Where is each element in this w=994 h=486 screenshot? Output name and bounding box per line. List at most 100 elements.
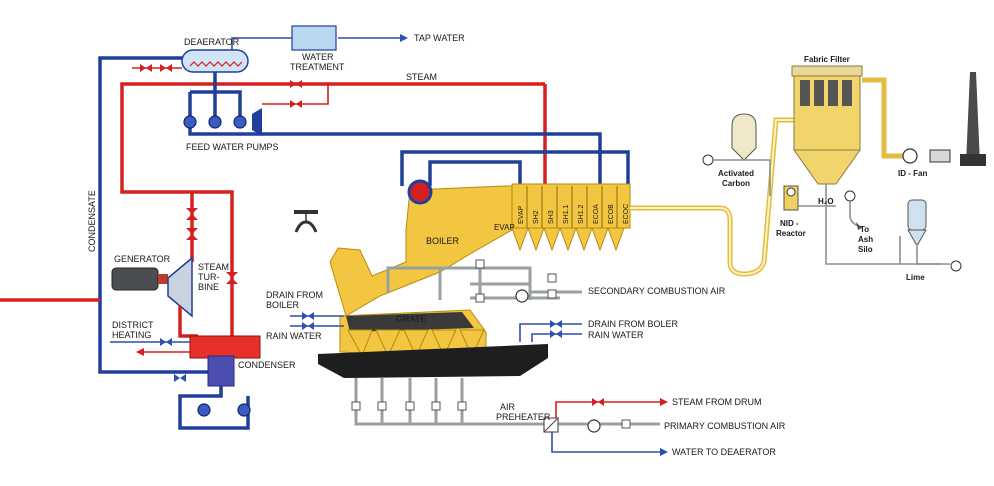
lime-silo (907, 199, 927, 231)
h2o-label: H₂O (818, 197, 834, 206)
boiler-water-loop (400, 150, 630, 186)
deaerator-trays (189, 61, 243, 67)
lime-line (916, 244, 950, 265)
section-label: ECOC (623, 204, 630, 224)
activated-carbon-label: Carbon (722, 179, 750, 188)
boiler-water-loop-inner (428, 160, 522, 186)
fabric-filter-outlet (862, 77, 904, 159)
ash-rotary-valve (844, 190, 856, 202)
fabric-filter-label: Fabric Filter (804, 55, 850, 64)
generator-label: GENERATOR (114, 254, 171, 264)
flue-gas-duct-inner (630, 119, 800, 276)
condensate-pump-loop (178, 386, 250, 430)
damper (621, 419, 631, 429)
tap-water-arrow (400, 34, 408, 42)
water-to-deaerator-label: WATER TO DEAERATOR (672, 447, 776, 457)
rain-water-left-label: RAIN WATER (266, 331, 322, 341)
feed-water-pump-1 (183, 115, 197, 129)
steam-label: STEAM (406, 72, 437, 82)
economizer-hoppers (511, 227, 625, 252)
primary-combustion-air-label: PRIMARY COMBUSTION AIR (664, 421, 786, 431)
lime-label: Lime (906, 273, 925, 282)
condensate-pump-2 (237, 403, 251, 417)
activated-carbon-label: Activated (718, 169, 754, 178)
section-label: ECOB (608, 204, 615, 224)
arrow-icon (660, 448, 668, 456)
tap-water-label: TAP WATER (414, 33, 465, 43)
feed-water-pump-2 (208, 115, 222, 129)
economizer-dividers (526, 186, 618, 228)
deaerator-outlet-line (188, 72, 242, 122)
primary-air-fan-icon (587, 419, 601, 433)
to-ash-silo-label: To (860, 225, 869, 234)
condenser-body (207, 355, 235, 387)
arrow-icon (856, 222, 862, 230)
damper (547, 289, 557, 299)
steam-header-line (120, 82, 545, 350)
filter-bags (800, 80, 852, 106)
section-label: ECOA (593, 204, 600, 224)
steam-from-drum-label: STEAM FROM DRUM (672, 397, 762, 407)
secondary-air-fan-icon (515, 289, 529, 303)
district-heating-label: HEATING (112, 330, 151, 340)
feed-water-pumps-label: FEED WATER PUMPS (186, 142, 279, 152)
valve (140, 64, 152, 72)
nid-reactor-fan-icon (786, 187, 796, 197)
section-label: SH1.2 (578, 204, 585, 224)
condenser-top (189, 335, 261, 359)
fabric-filter-roof (791, 65, 863, 77)
damper (405, 401, 415, 411)
arrow-icon (660, 398, 668, 406)
steam-turbine-label: STEAM (198, 262, 229, 272)
valve (290, 100, 302, 108)
water-treatment-to-deaerator (231, 37, 292, 50)
activated-carbon-silo (731, 113, 757, 161)
secondary-air-ducts (386, 266, 560, 300)
lime-fan-icon (950, 260, 962, 272)
air-preheater-label: AIR (500, 402, 516, 412)
steam-from-drum-line (555, 401, 660, 418)
lime-silo-cone (907, 229, 927, 245)
damper (475, 259, 485, 269)
stack (966, 72, 980, 164)
valve (550, 320, 562, 328)
drain-from-boler-label: DRAIN FROM BOLER (588, 319, 679, 329)
condensate-line (98, 56, 208, 374)
valve (290, 80, 302, 88)
valve (302, 312, 314, 320)
water-treatment-label: WATER (302, 52, 334, 62)
damper (475, 293, 485, 303)
stack-base (960, 154, 986, 166)
ash-hoppers (347, 329, 485, 358)
bottom-ash-conveyor (318, 344, 548, 378)
id-fan-icon (902, 148, 918, 164)
district-heating-label: DISTRICT (112, 320, 154, 330)
fabric-filter-hopper (793, 149, 861, 185)
activated-carbon-line (713, 159, 771, 196)
damper (457, 401, 467, 411)
damper (377, 401, 387, 411)
damper (547, 273, 557, 283)
grate-bars (346, 312, 474, 332)
section-label: SH3 (548, 210, 555, 224)
primary-air-ducts (354, 378, 560, 426)
generator-coupling (158, 274, 168, 284)
drain-from-boiler-label: BOILER (266, 300, 300, 310)
valve (550, 330, 562, 338)
to-ash-silo-label: Ash (858, 235, 873, 244)
to-ash-silo-label: Silo (858, 245, 873, 254)
id-fan-label: ID - Fan (898, 169, 927, 178)
section-label: SH1.1 (563, 204, 570, 224)
condenser-label: CONDENSER (238, 360, 296, 370)
steam-drum (407, 179, 433, 205)
steam-turbine-label: BINE (198, 282, 219, 292)
valve (174, 374, 186, 382)
water-to-deaerator-line (551, 432, 660, 453)
ash-silo-line (849, 201, 859, 227)
nid-recirculation (825, 184, 940, 265)
deaerator-label: DEAERATOR (184, 37, 240, 47)
damper (351, 401, 361, 411)
section-label: SH2 (533, 210, 540, 224)
condensate-label: CONDENSATE (87, 190, 97, 252)
